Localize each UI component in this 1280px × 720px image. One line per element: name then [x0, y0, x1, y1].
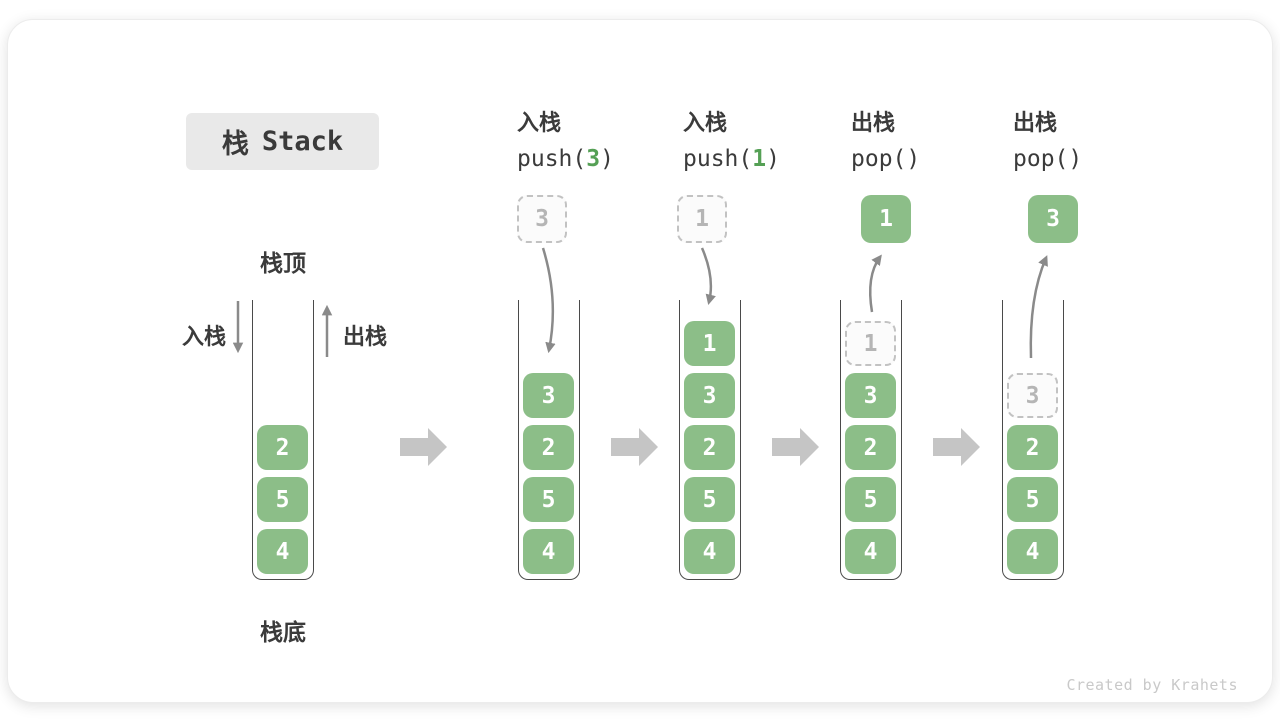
stack-element: 4: [684, 529, 735, 574]
operation-code: push(1): [683, 146, 780, 172]
operation-push-3: 入栈 push(3): [517, 105, 614, 172]
stack-bottom-label: 栈底: [260, 619, 306, 645]
operation-pop-1: 出栈 pop(): [851, 105, 920, 172]
stack-element: 2: [1007, 425, 1058, 470]
stack-element: 5: [845, 477, 896, 522]
stack-state-initial: 2 5 4: [252, 300, 314, 580]
code-arg: 3: [586, 146, 601, 172]
popped-value-box-1: 1: [861, 195, 911, 243]
operation-name: 入栈: [683, 110, 728, 135]
stack-element: 4: [257, 529, 308, 574]
stack-element: 5: [1007, 477, 1058, 522]
stack-state-after-push-3: 3 2 5 4: [518, 300, 580, 580]
popped-value-box-3: 3: [1028, 195, 1078, 243]
ghost-element: 1: [845, 321, 896, 366]
stack-element: 2: [684, 425, 735, 470]
operation-pop-2: 出栈 pop(): [1013, 105, 1082, 172]
code-post: ): [906, 146, 921, 172]
code-post: ): [1068, 146, 1083, 172]
stack-state-after-pop-3: 3 2 5 4: [1002, 300, 1064, 580]
ghost-element: 3: [1007, 373, 1058, 418]
stack-element: 1: [684, 321, 735, 366]
stack-element: 4: [1007, 529, 1058, 574]
stack-element: 2: [523, 425, 574, 470]
pop-side-label: 出栈: [343, 324, 388, 349]
stack-element: 2: [257, 425, 308, 470]
watermark: Created by Krahets: [1066, 676, 1238, 694]
stack-element: 3: [845, 373, 896, 418]
stack-element: 4: [523, 529, 574, 574]
stack-state-after-push-1: 1 3 2 5 4: [679, 300, 741, 580]
code-pre: pop(: [1013, 146, 1069, 172]
stack-state-after-pop-1: 1 3 2 5 4: [840, 300, 902, 580]
code-post: ): [766, 146, 780, 172]
code-pre: push(: [517, 146, 587, 172]
operation-code: push(3): [517, 146, 614, 172]
push-side-label: 入栈: [181, 324, 226, 349]
operation-push-1: 入栈 push(1): [683, 105, 780, 172]
push-value-box-3: 3: [517, 195, 567, 243]
stack-element: 4: [845, 529, 896, 574]
operation-name: 入栈: [517, 110, 562, 135]
operation-name: 出栈: [1013, 110, 1058, 135]
stack-element: 5: [257, 477, 308, 522]
title-zh: 栈: [221, 129, 249, 159]
operation-code: pop(): [851, 146, 920, 172]
stack-element: 3: [684, 373, 735, 418]
stack-element: 5: [684, 477, 735, 522]
stack-top-label: 栈顶: [260, 250, 306, 276]
operation-name: 出栈: [851, 110, 896, 135]
code-arg: 1: [752, 146, 767, 172]
code-post: ): [600, 146, 614, 172]
stack-element: 2: [845, 425, 896, 470]
stack-element: 3: [523, 373, 574, 418]
push-value-box-1: 1: [677, 195, 727, 243]
diagram-title: 栈 Stack: [186, 113, 379, 170]
operation-code: pop(): [1013, 146, 1082, 172]
stack-element: 5: [523, 477, 574, 522]
title-en: Stack: [261, 126, 344, 157]
code-pre: pop(: [851, 146, 907, 172]
code-pre: push(: [683, 146, 753, 172]
